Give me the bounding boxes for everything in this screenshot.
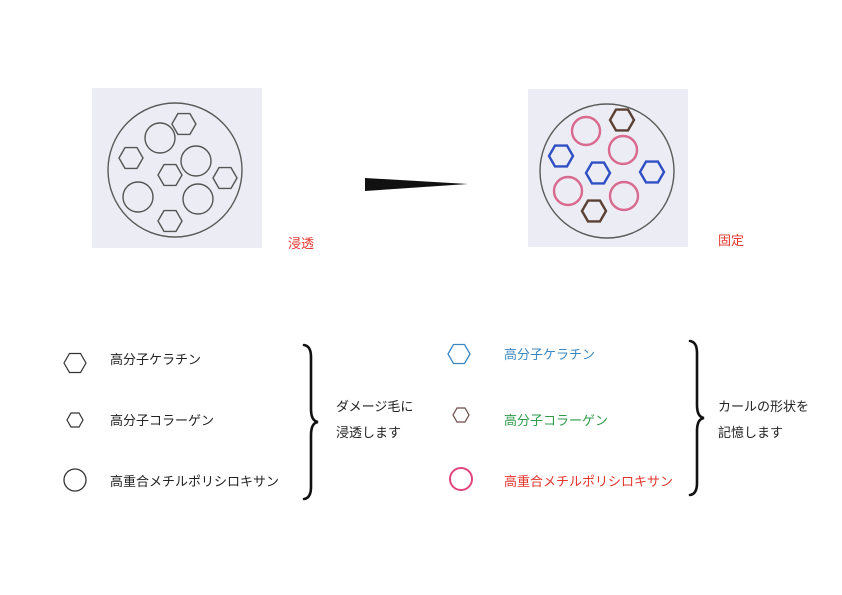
right-legend-note: カールの形状を 記憶します	[718, 395, 809, 447]
hexagon-large-icon	[63, 352, 87, 374]
keratin-molecule	[157, 209, 183, 233]
after-hair-cross-section	[528, 89, 688, 247]
hair-shaft-outline	[107, 102, 243, 238]
siloxane-molecule	[122, 181, 154, 213]
left-legend-note: ダメージ毛に 浸透します	[336, 395, 413, 447]
legend-label-collagen: 高分子コラーゲン	[110, 414, 215, 429]
right-note-line-1: カールの形状を	[718, 400, 810, 415]
left-curly-brace	[302, 343, 319, 501]
right-note-line-2: 記憶します	[718, 426, 784, 441]
right-curly-brace	[688, 339, 705, 497]
collagen-molecule	[580, 199, 608, 223]
legend-label-collagen-colored: 高分子コラーゲン	[504, 414, 609, 429]
keratin-molecule	[118, 146, 144, 170]
after-caption: 固定	[718, 234, 745, 249]
siloxane-molecule	[552, 175, 584, 207]
keratin-molecule	[584, 161, 612, 185]
collagen-molecule	[608, 108, 636, 132]
hexagon-small-icon	[452, 407, 470, 423]
hexagon-small-icon	[66, 412, 84, 428]
transition-arrow	[365, 178, 468, 191]
siloxane-molecule	[180, 145, 212, 177]
legend-label-siloxane: 高重合メチルポリシロキサン	[110, 475, 280, 490]
legend-label-keratin: 高分子ケラチン	[110, 353, 202, 368]
keratin-molecule	[547, 144, 575, 168]
keratin-molecule	[157, 163, 183, 187]
hair-shaft-outline	[539, 103, 675, 239]
circle-icon	[449, 467, 473, 491]
before-caption: 浸透	[288, 237, 315, 252]
left-note-line-1: ダメージ毛に	[336, 400, 414, 415]
legend-label-siloxane-colored: 高重合メチルポリシロキサン	[504, 475, 674, 490]
hexagon-large-icon	[447, 343, 471, 365]
circle-icon	[63, 468, 87, 492]
siloxane-molecule	[608, 180, 640, 212]
siloxane-molecule	[144, 122, 176, 154]
legend-label-keratin-colored: 高分子ケラチン	[504, 348, 596, 363]
keratin-molecule	[212, 166, 238, 190]
left-note-line-2: 浸透します	[336, 426, 402, 441]
keratin-molecule	[638, 160, 666, 184]
before-hair-cross-section	[92, 88, 262, 248]
siloxane-molecule	[570, 115, 602, 147]
siloxane-molecule	[607, 134, 639, 166]
siloxane-molecule	[182, 183, 214, 215]
keratin-molecule	[171, 112, 197, 136]
